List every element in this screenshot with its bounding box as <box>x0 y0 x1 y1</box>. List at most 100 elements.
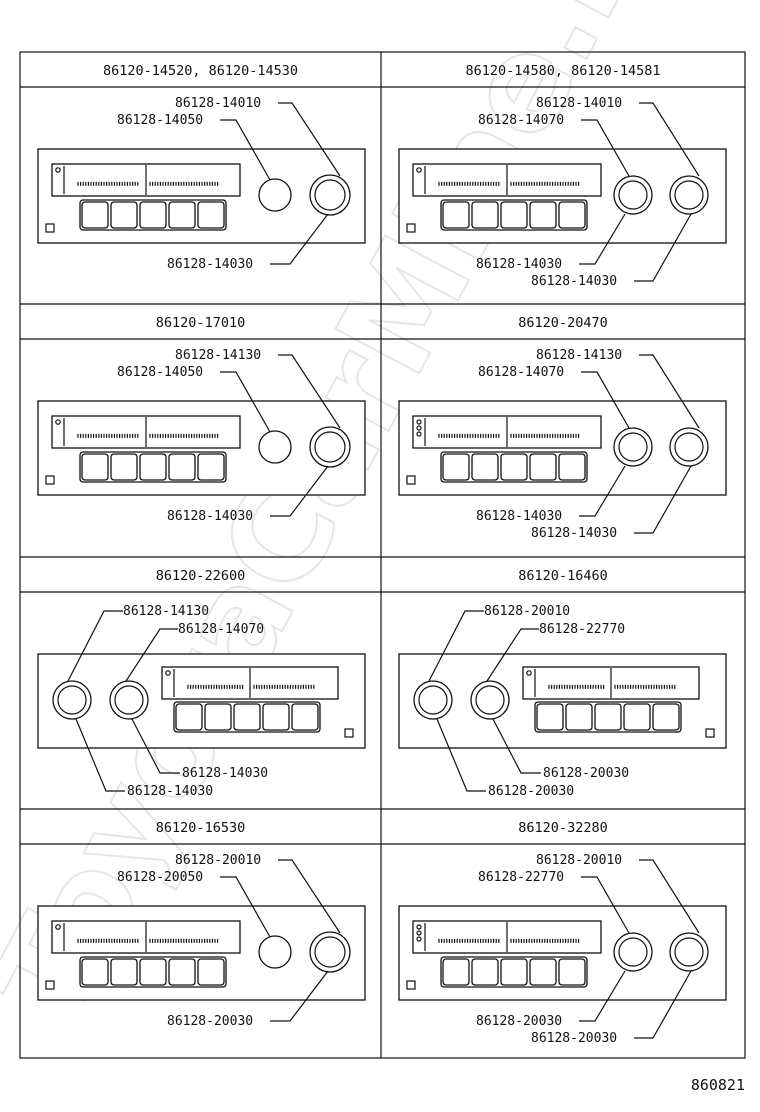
preset-button <box>558 453 586 481</box>
leader-line <box>639 859 700 934</box>
preset-button <box>529 201 557 229</box>
part-number-label: 86128-14030 <box>167 509 253 524</box>
cell-title: 86120-16530 <box>156 820 245 836</box>
knob-ring <box>57 685 87 715</box>
part-number-label: 86128-14050 <box>117 113 203 128</box>
part-number-label: 86128-14130 <box>175 348 261 363</box>
diagram-cell: 86120-14520, 86120-1453086128-1401086128… <box>37 63 366 272</box>
part-number-label: 86128-14030 <box>476 257 562 272</box>
tone-knob <box>109 680 149 720</box>
leader-line <box>486 628 539 682</box>
diagram-cell: 86120-1646086128-2001086128-2277086128-2… <box>398 568 727 799</box>
indicator-square <box>45 980 55 990</box>
preset-button <box>623 703 651 731</box>
knob-ring <box>114 685 144 715</box>
leader-line <box>131 718 180 774</box>
knob-ring <box>314 936 346 968</box>
preset-button <box>204 703 232 731</box>
preset-button <box>81 201 109 229</box>
knob-ring <box>618 432 648 462</box>
preset-button <box>442 958 470 986</box>
preset-button <box>139 958 167 986</box>
knob-ring <box>314 431 346 463</box>
preset-button <box>471 958 499 986</box>
tone-knob <box>613 932 653 972</box>
part-number-label: 86128-14030 <box>182 766 268 781</box>
indicator-dot <box>416 924 422 930</box>
leader-line <box>278 859 341 934</box>
preset-button <box>442 201 470 229</box>
indicator-square <box>406 223 416 233</box>
leader-line <box>220 371 271 433</box>
tone-knob <box>613 427 653 467</box>
part-number-label: 86128-20010 <box>536 853 622 868</box>
cell-title: 86120-14520, 86120-14530 <box>103 63 298 79</box>
leader-line <box>270 970 329 1022</box>
tone-knob <box>258 178 292 212</box>
indicator-dot <box>416 419 422 425</box>
knob-ring <box>418 685 448 715</box>
part-number-label: 86128-14010 <box>536 96 622 111</box>
preset-button <box>262 703 290 731</box>
leader-line <box>579 970 626 1022</box>
indicator-square <box>406 475 416 485</box>
part-number-label: 86128-20030 <box>488 784 574 799</box>
indicator-square <box>705 728 715 738</box>
preset-button <box>168 958 196 986</box>
indicator-dot <box>55 167 61 173</box>
tone-knob <box>258 935 292 969</box>
leader-line <box>278 354 341 429</box>
leader-line <box>270 213 329 265</box>
diagram-cell: 86120-2047086128-1413086128-1407086128-1… <box>398 315 727 541</box>
knob-ring <box>475 685 505 715</box>
leader-line <box>436 718 486 792</box>
leader-line <box>634 465 692 534</box>
diagram-cell: 86120-14580, 86120-1458186128-1401086128… <box>398 63 727 289</box>
leader-line <box>579 465 626 517</box>
indicator-dot <box>416 930 422 936</box>
part-number-label: 86128-14130 <box>536 348 622 363</box>
table-cells: 86120-14520, 86120-14530 86128-14010 86128… <box>37 63 727 1046</box>
part-number-label: 86128-14030 <box>531 274 617 289</box>
leader-line <box>492 718 541 774</box>
cell-title: 86120-17010 <box>156 315 245 331</box>
preset-button <box>175 703 203 731</box>
table-border <box>19 51 746 1059</box>
part-number-label: 86128-20030 <box>476 1014 562 1029</box>
knob-ring <box>674 937 704 967</box>
preset-button <box>442 453 470 481</box>
part-number-label: 86128-14030 <box>127 784 213 799</box>
leader-line <box>579 213 626 265</box>
preset-button <box>565 703 593 731</box>
indicator-dot <box>416 431 422 437</box>
preset-button <box>594 703 622 731</box>
preset-button <box>110 958 138 986</box>
part-number-label: 86128-22770 <box>478 870 564 885</box>
footer-code: 860821 <box>691 1076 745 1094</box>
knob-ring <box>618 180 648 210</box>
leader-line <box>220 119 271 181</box>
volume-knob <box>669 175 709 215</box>
leader-line <box>581 371 630 429</box>
part-number-label: 86128-20010 <box>175 853 261 868</box>
volume-knob <box>309 426 351 468</box>
preset-button <box>168 201 196 229</box>
preset-button <box>558 958 586 986</box>
diagram-cell: 86120-32280 86128-20010 86128-22770 86128-2… <box>398 820 727 1046</box>
diagram-cell: 86120-1701086128-1413086128-1405086128-1… <box>37 315 366 524</box>
volume-knob <box>413 680 453 720</box>
preset-button <box>233 703 261 731</box>
indicator-square <box>45 475 55 485</box>
indicator-dot <box>526 670 532 676</box>
preset-button <box>139 201 167 229</box>
indicator-dot <box>416 167 422 173</box>
preset-button <box>536 703 564 731</box>
indicator-square <box>344 728 354 738</box>
part-number-label: 86128-20050 <box>117 870 203 885</box>
preset-button <box>500 958 528 986</box>
cell-title: 86120-32280 <box>518 820 607 836</box>
leader-line <box>125 628 178 682</box>
cell-title: 86120-20470 <box>518 315 607 331</box>
indicator-dot <box>55 924 61 930</box>
